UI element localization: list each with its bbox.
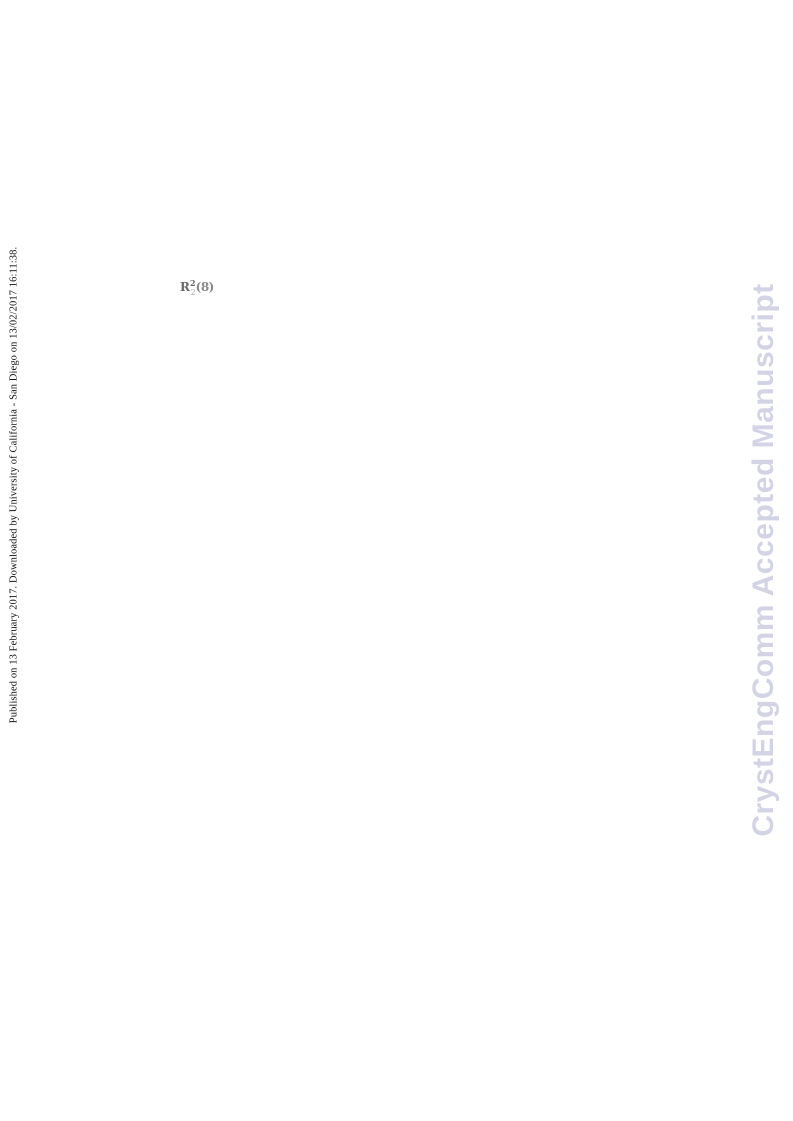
accepted-manuscript-watermark: CrystEngComm Accepted Manuscript	[747, 283, 780, 837]
publication-download-note: Published on 13 February 2017. Downloade…	[8, 246, 20, 724]
notation-subscript: 2	[190, 288, 196, 297]
notation-superscript: 2	[189, 278, 196, 288]
notation-base: R	[180, 280, 190, 294]
graph-set-notation: R22(8)	[180, 277, 214, 299]
notation-argument: (8)	[195, 280, 215, 294]
